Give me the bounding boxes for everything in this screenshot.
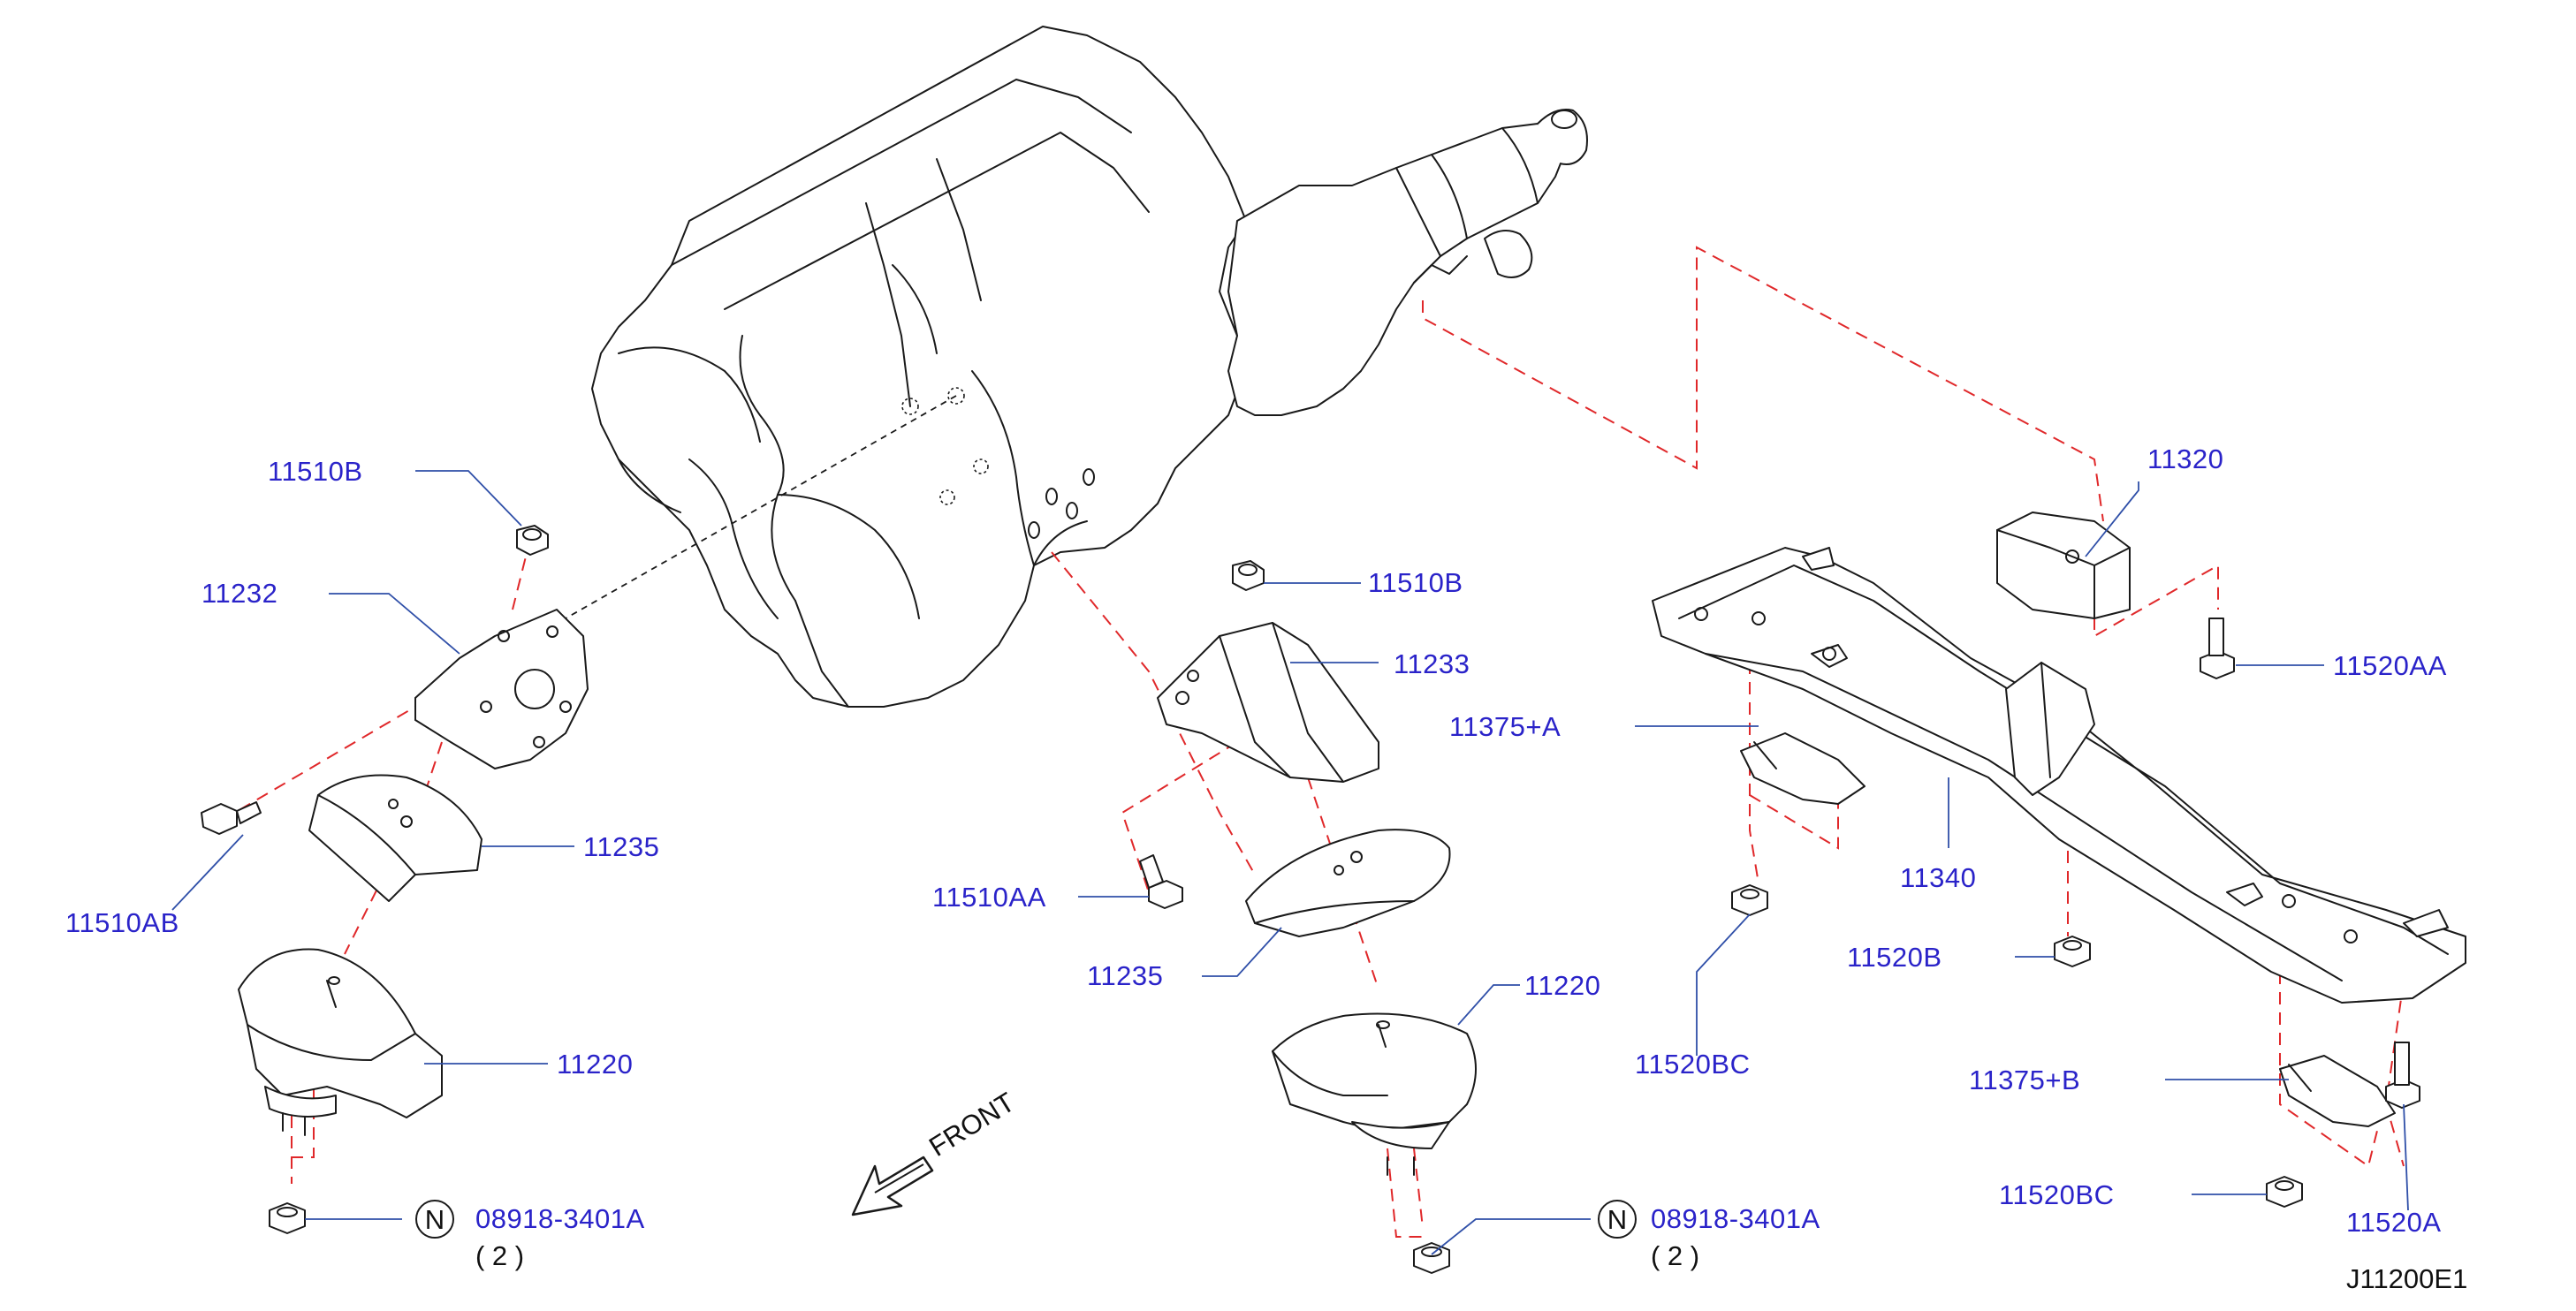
label-11520AA: 11520AA xyxy=(2333,650,2447,681)
label-11220-left: 11220 xyxy=(557,1049,633,1080)
label-08918-left: 08918-3401A xyxy=(475,1203,645,1234)
label-11220-mid: 11220 xyxy=(1524,970,1600,1001)
notice-n-icon-mid: N xyxy=(1598,1200,1637,1239)
label-11520A: 11520A xyxy=(2346,1207,2442,1238)
nut-11520B xyxy=(2054,936,2091,967)
label-11510B-left: 11510B xyxy=(268,456,363,487)
notice-n-icon: N xyxy=(1607,1204,1627,1235)
notice-n-icon-left: N xyxy=(415,1200,454,1239)
rear-mount-11320 xyxy=(1996,512,2131,619)
label-11340: 11340 xyxy=(1900,862,1976,893)
heat-shield-11235-left xyxy=(308,774,483,902)
label-11510AB: 11510AB xyxy=(65,907,179,938)
part-labels: 11510B 11232 11235 11510AB 11220 08918-3… xyxy=(65,443,2467,1294)
label-11235-left: 11235 xyxy=(583,831,659,862)
label-11375B: 11375+B xyxy=(1969,1065,2080,1095)
stopper-11375B xyxy=(2279,1055,2396,1127)
nut-11520BC-bottom xyxy=(2266,1176,2303,1208)
label-qty-mid: ( 2 ) xyxy=(1651,1240,1699,1271)
engine-mount-11220-left xyxy=(238,948,443,1136)
label-11320: 11320 xyxy=(2147,443,2223,474)
front-arrow-icon: FRONT xyxy=(851,1087,1020,1216)
label-11520BC-bottom: 11520BC xyxy=(1999,1179,2114,1210)
leader-lines xyxy=(171,470,2409,1255)
label-11235-mid: 11235 xyxy=(1087,960,1163,991)
label-11520B: 11520B xyxy=(1847,942,1942,973)
nut-11510B-mid xyxy=(1232,560,1265,591)
front-label: FRONT xyxy=(923,1087,1020,1163)
left-bracket-11232 xyxy=(414,609,589,769)
bracket-11233 xyxy=(1157,622,1379,783)
bolt-11510AA xyxy=(1139,854,1183,909)
nut-08918-left xyxy=(269,1202,306,1234)
label-11232: 11232 xyxy=(201,578,277,609)
heat-shield-11235-mid xyxy=(1245,829,1451,937)
crossmember-11340 xyxy=(1652,547,2466,1004)
notice-n-icon: N xyxy=(425,1204,445,1235)
label-11375A: 11375+A xyxy=(1449,711,1561,742)
label-11510B-mid: 11510B xyxy=(1368,567,1463,598)
nut-11520BC-top xyxy=(1731,884,1768,916)
bolt-11510AB xyxy=(201,801,262,835)
bolt-11520AA xyxy=(2200,618,2235,679)
label-11233: 11233 xyxy=(1394,648,1470,679)
nut-11510B-left xyxy=(516,525,549,556)
label-11510AA: 11510AA xyxy=(932,882,1046,913)
engine-mount-11220-mid xyxy=(1272,1012,1477,1176)
engine-transmission-assembly xyxy=(591,26,1588,708)
nut-08918-mid xyxy=(1413,1242,1450,1274)
label-11520BC-top: 11520BC xyxy=(1635,1049,1750,1080)
label-qty-left: ( 2 ) xyxy=(475,1240,524,1271)
bolt-11520A xyxy=(2385,1042,2420,1109)
diagram-code: J11200E1 xyxy=(2346,1263,2467,1294)
stopper-11375A xyxy=(1740,732,1866,805)
label-08918-mid: 08918-3401A xyxy=(1651,1203,1820,1234)
